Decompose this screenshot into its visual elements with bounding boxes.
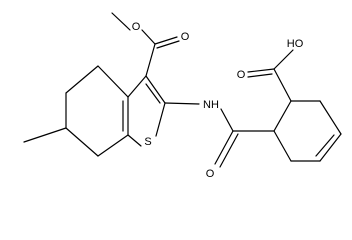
bond-chx-c1-c2 [273, 100, 292, 132]
bond-chx-c3-c4 [319, 100, 342, 135]
bond-methyl-o [111, 12, 131, 31]
ester-carbonyl-oxygen-label: O [181, 31, 190, 43]
bond-chx-c4-c5 [319, 133, 342, 162]
bond-acid-c-o-b [247, 73, 273, 78]
bond-ester-c-o-double-b [156, 40, 180, 49]
bond-thio-c3-c2-inner [145, 83, 161, 104]
sulfur-label: S [144, 136, 151, 148]
bond-ring-c3a-c4 [97, 65, 129, 98]
acid-hydroxyl-label: HO [287, 38, 304, 50]
bond-ester-c-ring [145, 43, 156, 77]
bond-nh-amide-c [220, 108, 234, 132]
bond-acid-c-o-a [247, 68, 275, 73]
molecule-structure: O O S NH O HO O [23, 12, 342, 180]
nh-label: NH [203, 99, 219, 111]
bond-chx-c6-c1 [273, 130, 292, 162]
bond-chx-c4-c5-inner [315, 134, 335, 157]
bond-thio-c2-s [155, 102, 166, 137]
bond-acid-c-oh [273, 49, 294, 70]
bond-ring-c7-c7a [97, 134, 129, 157]
bond-ester-c-o-double-a [154, 36, 178, 45]
bond-amide-c-o-b [219, 133, 239, 168]
acid-carbonyl-oxygen-label: O [237, 69, 246, 81]
bond-amide-c-o-a [214, 130, 234, 165]
amide-oxygen-label: O [206, 168, 215, 180]
bond-thio-c7a-s [127, 134, 142, 147]
ester-ether-oxygen-label: O [132, 21, 141, 33]
bond-c2-nh [164, 102, 200, 105]
bond-o-ester-c [141, 29, 156, 45]
bond-ring-c6-c7 [65, 127, 99, 157]
bond-methyl-c6 [23, 127, 67, 143]
bond-thio-c3-c2 [145, 75, 166, 104]
bond-thio-c3a-c3 [127, 75, 147, 98]
bond-ring-acid-c [273, 68, 292, 102]
bond-ring-c4-c5 [65, 65, 99, 94]
molecule-canvas: O O S NH O HO O [23, 12, 342, 180]
